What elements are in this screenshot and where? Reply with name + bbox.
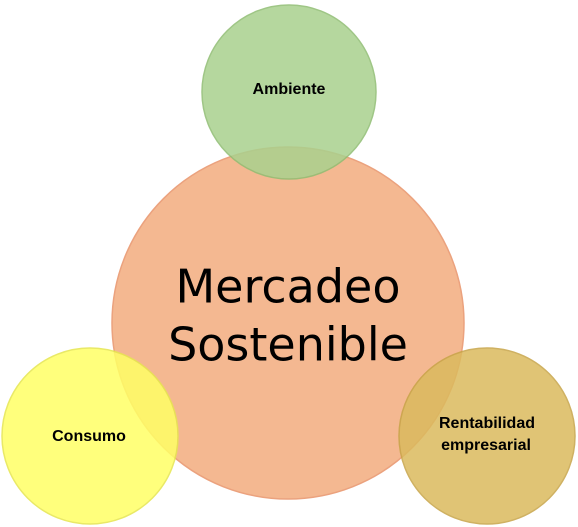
consumo-label: Consumo <box>52 428 126 445</box>
rentabilidad-label-line1: Rentabilidad <box>439 415 535 432</box>
rentabilidad-label-line2: empresarial <box>441 437 531 454</box>
center-title-line1: Mercadeo <box>175 260 400 314</box>
consumo-circle <box>1 347 179 525</box>
ambiente-circle <box>201 4 377 180</box>
rentabilidad-circle <box>398 347 576 525</box>
center-title-line2: Sostenible <box>168 318 408 372</box>
ambiente-label: Ambiente <box>253 81 326 98</box>
